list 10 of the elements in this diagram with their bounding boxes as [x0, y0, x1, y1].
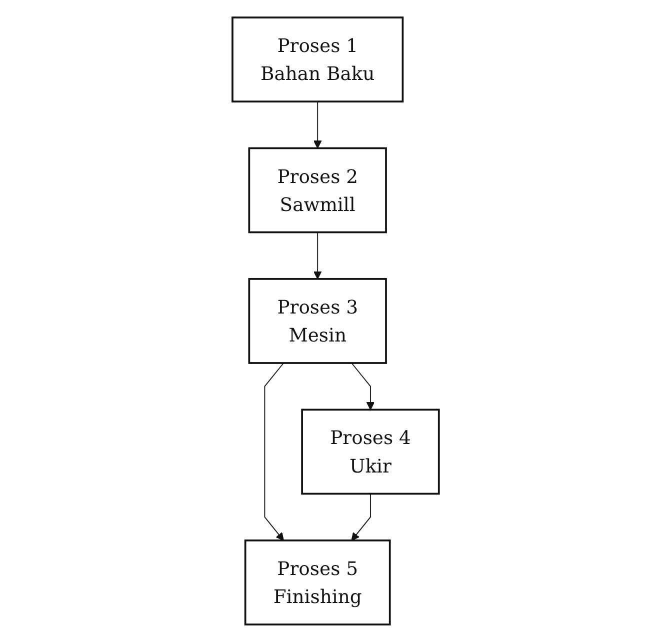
arrow — [350, 362, 374, 410]
node-box — [244, 540, 391, 626]
node-box — [248, 278, 387, 364]
arrow — [313, 101, 322, 149]
arrow — [264, 362, 284, 541]
arrow — [351, 493, 371, 541]
arrow — [313, 232, 322, 280]
node-box — [300, 408, 440, 495]
node-box — [231, 16, 404, 102]
node-box — [248, 147, 387, 234]
